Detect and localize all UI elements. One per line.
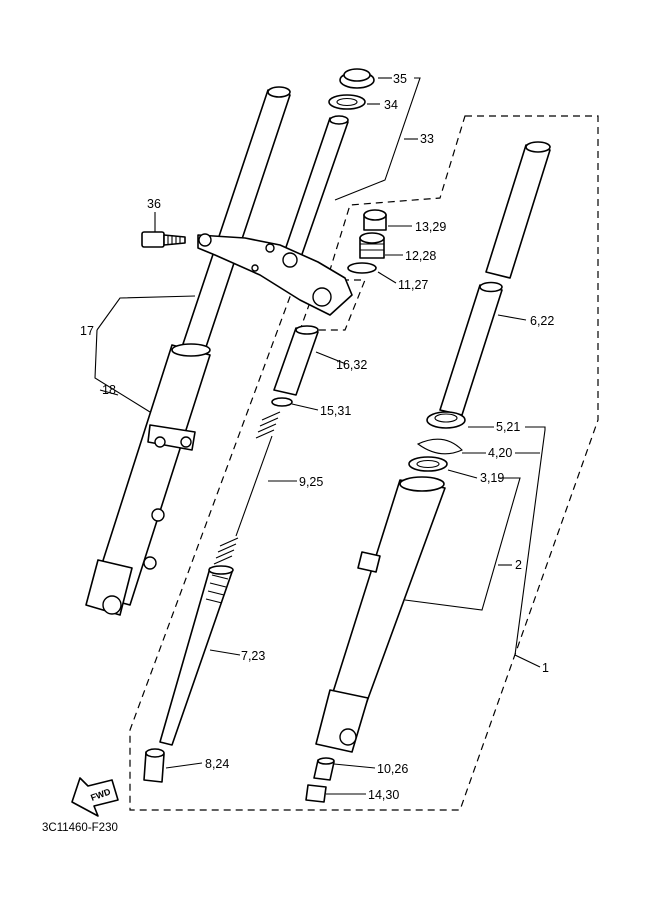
callout-10-26: 10,26: [377, 762, 408, 776]
leader-lines: [94, 77, 546, 795]
callout-11-27: 11,27: [398, 278, 428, 292]
seal-3: [408, 456, 448, 472]
callout-33: 33: [420, 132, 434, 146]
cap-bolt-13: [363, 209, 387, 231]
callout-1: 1: [542, 661, 549, 675]
callout-18: 18: [102, 383, 116, 397]
damper-rod-7: [159, 565, 234, 746]
clip-4: [416, 438, 463, 455]
callout-8-24: 8,24: [205, 757, 229, 771]
drawing-code: 3C11460-F230: [42, 822, 118, 834]
callout-13-29: 13,29: [415, 220, 446, 234]
callout-3-19: 3,19: [480, 471, 504, 485]
callout-35: 35: [393, 72, 407, 86]
callout-34: 34: [384, 98, 398, 112]
callout-9-25: 9,25: [299, 475, 323, 489]
gasket-10: [313, 757, 335, 781]
washer-15: [271, 397, 293, 407]
callout-17: 17: [80, 324, 94, 338]
callout-labels: 35 34 33 36 13,29 12,28 11,27 6,22 17 16…: [80, 72, 554, 802]
callout-16-32: 16,32: [336, 358, 367, 372]
o-ring-11: [347, 262, 377, 274]
callout-7-23: 7,23: [241, 649, 265, 663]
oil-lock-piece-8: [143, 748, 165, 783]
bolt-36: [141, 231, 186, 248]
assembly-1-dashed-outline: [129, 115, 599, 811]
callout-12-28: 12,28: [405, 249, 436, 263]
fwd-arrow-icon: FWD: [71, 777, 119, 817]
inner-parts-dashed-outline: [299, 279, 366, 331]
seal-34: [328, 94, 366, 110]
callout-36: 36: [147, 197, 161, 211]
outer-tube-2: [315, 476, 446, 753]
spring-9: [213, 411, 281, 565]
bolt-14: [305, 784, 327, 803]
dust-seal-35: [339, 68, 375, 89]
callout-15-31: 15,31: [320, 404, 351, 418]
callout-14-30: 14,30: [368, 788, 399, 802]
oil-seal-5: [426, 411, 466, 429]
inner-tube-6: [439, 141, 551, 416]
spacer-12: [359, 232, 385, 259]
callout-4-20: 4,20: [488, 446, 512, 460]
left-fork-assembly: [85, 86, 353, 616]
callout-2: 2: [515, 558, 522, 572]
callout-5-21: 5,21: [496, 420, 520, 434]
callout-6-22: 6,22: [530, 314, 554, 328]
collar-16: [273, 325, 319, 396]
